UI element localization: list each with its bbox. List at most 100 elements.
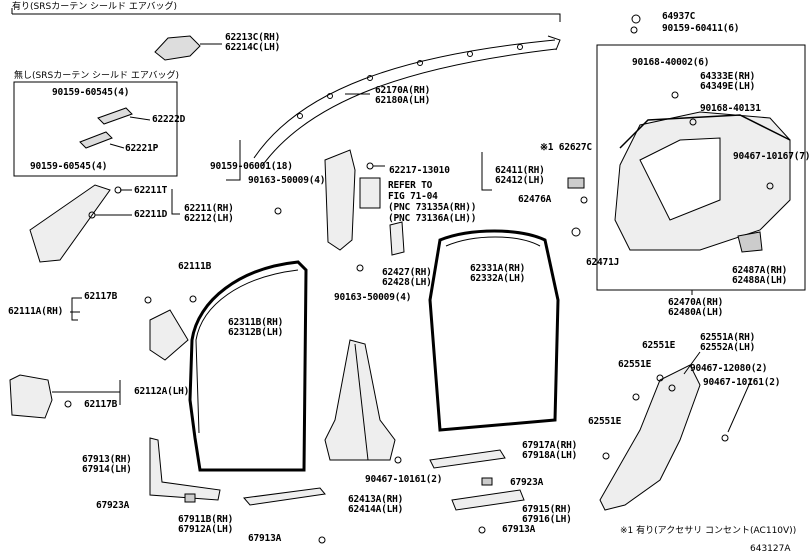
without-srs-note: 無し(SRSカーテン シールド エアバッグ) — [14, 71, 180, 81]
label-90159-06001: 90159-06001(18) — [210, 161, 293, 172]
quarter-trim-group-box — [596, 44, 806, 291]
part-62627c — [567, 177, 585, 189]
bracket-62112a — [52, 380, 121, 405]
label-62311b: 62311B(RH) 62312B(LH) — [228, 317, 284, 338]
label-62217: 62217-13010 — [389, 165, 450, 176]
clip-62551e-b — [632, 393, 640, 401]
roof-rail-end — [547, 35, 561, 51]
part-62413a-line — [354, 343, 369, 461]
label-67917a: 67917A(RH) 67918A(LH) — [522, 440, 578, 461]
label-62470a: 62470A(RH) 62480A(LH) — [668, 297, 724, 318]
label-67913a-b: 67913A — [502, 524, 536, 535]
label-64937c: 64937C — [662, 11, 696, 22]
part-62427 — [389, 221, 405, 256]
clip-90467-10161b — [394, 456, 402, 464]
label-90159-60545-b: 90159-60545(4) — [30, 161, 108, 172]
clip-90168-40131 — [689, 118, 697, 126]
leaders-62211 — [95, 189, 132, 216]
label-62471j: 62471J — [586, 257, 620, 268]
part-67915 — [451, 489, 525, 511]
part-62471j — [571, 227, 581, 237]
clip-62551e-c — [602, 452, 610, 460]
label-90159-60545-a: 90159-60545(4) — [52, 87, 130, 98]
label-62111a: 62111A(RH) — [8, 306, 64, 317]
part-62111a — [149, 309, 189, 361]
label-90168-40002: 90168-40002(6) — [632, 57, 710, 68]
clip-62117b — [144, 296, 152, 304]
label-62112a: 62112A(LH) — [134, 386, 190, 397]
part-62112a — [9, 374, 53, 419]
clip-62476a — [580, 196, 588, 204]
label-67913: 67913(RH) 67914(LH) — [82, 454, 132, 475]
label-67915: 67915(RH) 67916(LH) — [522, 504, 572, 525]
with-srs-bracket — [11, 8, 561, 22]
bracket-62111a — [70, 297, 82, 321]
part-62413a — [324, 339, 396, 461]
leaders-62551 — [683, 351, 753, 433]
part-62331a-inner — [445, 236, 541, 247]
label-67913a-a: 67913A — [248, 533, 282, 544]
label-62211d: 62211D — [134, 209, 168, 220]
label-67923a-b: 67923A — [510, 477, 544, 488]
clip-90163b — [356, 264, 364, 272]
part-62221p — [79, 131, 113, 149]
part-62487a — [737, 231, 763, 253]
label-62551a: 62551A(RH) 62552A(LH) — [700, 332, 756, 353]
label-62413a: 62413A(RH) 62414A(LH) — [348, 494, 404, 515]
clip-62551e-a — [656, 374, 664, 382]
part-67923a-a — [184, 493, 196, 503]
part-62331a — [428, 229, 560, 432]
part-62470a-panel — [639, 137, 721, 221]
label-64333e: 64333E(RH) 64349E(LH) — [700, 71, 756, 92]
clip-90467-10167 — [766, 182, 774, 190]
label-90467-10167: 90467-10167(7) — [733, 151, 811, 162]
part-67911b — [243, 487, 326, 506]
clip-67913a-b — [478, 526, 486, 534]
label-62487a: 62487A(RH) 62488A(LH) — [732, 265, 788, 286]
label-62551e-b: 62551E — [618, 359, 652, 370]
clip-62217 — [366, 162, 374, 170]
label-67911b: 67911B(RH) 67912A(LH) — [178, 514, 234, 535]
label-90159-60411: 90159-60411(6) — [662, 23, 740, 34]
label-90467-10161-b: 90467-10161(2) — [365, 474, 443, 485]
label-62221p: 62221P — [125, 143, 159, 154]
part-62222d — [97, 107, 133, 125]
label-62551e-a: 62551E — [642, 340, 676, 351]
label-62117b-b: 62117B — [84, 399, 118, 410]
label-90163-50009-a: 90163-50009(4) — [248, 175, 326, 186]
part-64937c — [631, 14, 641, 24]
part-62551a — [599, 364, 701, 511]
label-62111b: 62111B — [178, 261, 212, 272]
label-62627c: ※1 62627C — [540, 142, 592, 153]
clip-62111b — [189, 295, 197, 303]
bracket-62211 — [171, 189, 180, 215]
part-62311b-inner — [195, 269, 299, 434]
without-srs-box — [13, 81, 178, 177]
label-62170a: 62170A(RH) 62180A(LH) — [375, 85, 431, 106]
clip-90467-12080 — [668, 384, 676, 392]
leaders-62411 — [373, 152, 492, 191]
part-67917a — [429, 449, 506, 469]
roof-rail-garnish — [253, 39, 557, 167]
label-62331a: 62331A(RH) 62332A(LH) — [470, 263, 526, 284]
label-62411: 62411(RH) 62412(LH) — [495, 165, 545, 186]
label-90467-12080: 90467-12080(2) — [690, 363, 768, 374]
label-62427: 62427(RH) 62428(LH) — [382, 267, 432, 288]
part-67923a-b — [481, 477, 493, 486]
part-62211d — [29, 184, 111, 263]
part-refer — [359, 177, 381, 209]
part-64333e — [619, 114, 791, 149]
part-62411 — [324, 149, 356, 251]
leader-90159-06001 — [226, 140, 241, 181]
label-67923a-a: 67923A — [96, 500, 130, 511]
diagram-id: 643127A — [750, 544, 791, 554]
label-62213c: 62213C(RH) 62214C(LH) — [225, 32, 281, 53]
clip-67913a-a — [318, 536, 326, 544]
label-62117b-a: 62117B — [84, 291, 118, 302]
clip-90168-40002 — [671, 91, 679, 99]
label-62551e-c: 62551E — [588, 416, 622, 427]
refer-note: REFER TO FIG 71-04 (PNC 73135A(RH)) (PNC… — [388, 180, 477, 224]
leaders-nosrs — [109, 116, 151, 149]
